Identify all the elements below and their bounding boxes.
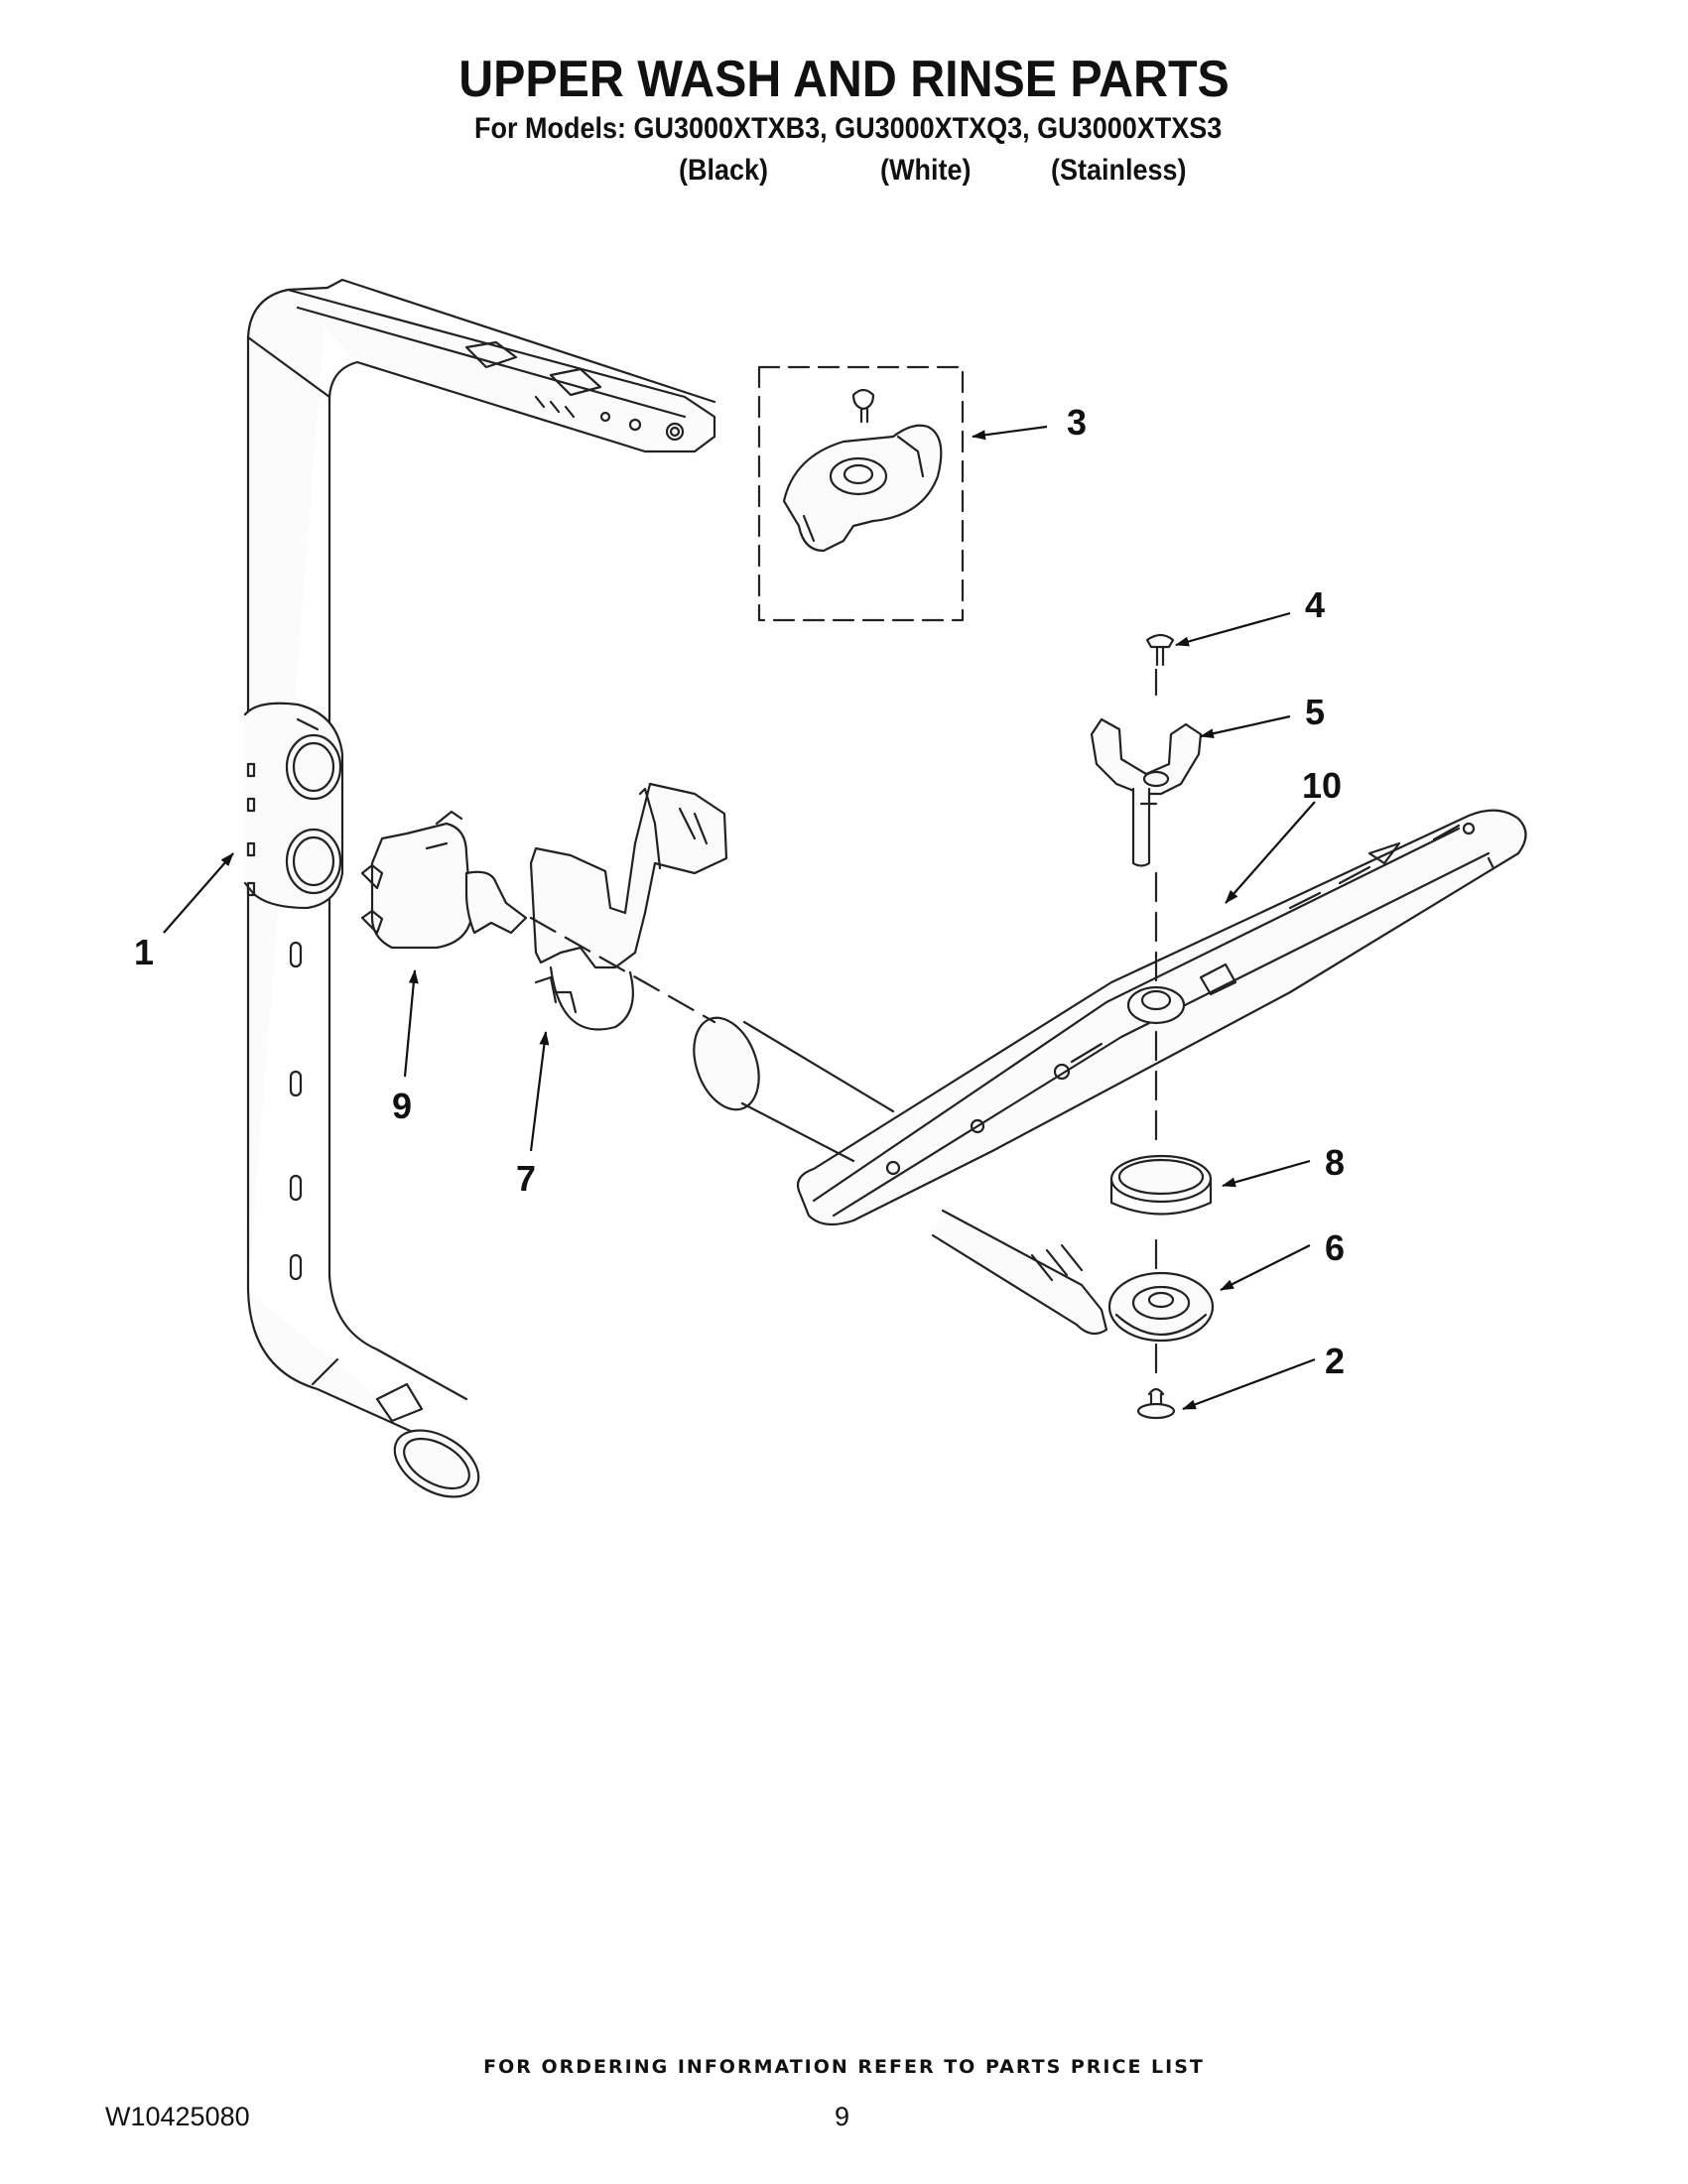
leader-4: [1175, 611, 1291, 647]
models-line: For Models: GU3000XTXB3, GU3000XTXQ3, GU…: [474, 112, 1223, 145]
callout-4: 4: [1305, 584, 1326, 625]
variant-white: (White): [880, 154, 972, 187]
callout-8: 8: [1325, 1142, 1346, 1183]
leader-3: [972, 425, 1048, 441]
leader-7: [529, 1031, 550, 1152]
supply-tube-part: [243, 278, 716, 1498]
callout-9: 9: [392, 1086, 413, 1126]
hub-assembly-part: [757, 365, 965, 622]
callout-7: 7: [516, 1158, 537, 1199]
variant-stainless: (Stainless): [1051, 154, 1187, 187]
page-number: 9: [835, 2102, 850, 2131]
screw-and-clip-part: [1090, 633, 1203, 867]
leader-2: [1182, 1357, 1316, 1411]
callout-3: 3: [1067, 402, 1088, 443]
callout-2: 2: [1325, 1341, 1346, 1381]
callout-6: 6: [1325, 1227, 1346, 1268]
mounting-bracket-part: [529, 782, 728, 1031]
callout-10: 10: [1302, 765, 1343, 806]
leader-6: [1220, 1244, 1311, 1291]
variant-black: (Black): [679, 154, 769, 187]
callout-1: 1: [134, 932, 155, 972]
diverter-valve-part: [360, 810, 528, 950]
ordering-note: FOR ORDERING INFORMATION REFER TO PARTS …: [483, 2056, 1205, 2078]
leader-8: [1222, 1159, 1311, 1188]
page-title: UPPER WASH AND RINSE PARTS: [458, 51, 1230, 108]
lower-feed-tube-part: [693, 1016, 1108, 1336]
callout-5: 5: [1305, 692, 1326, 732]
leader-arrows: [163, 425, 1316, 1411]
assembly-guide-lines: [529, 668, 1158, 1386]
document-number: W10425080: [105, 2102, 250, 2131]
bottom-screw-part: [1136, 1387, 1176, 1420]
seal-ring-part: [1109, 1154, 1213, 1216]
hub-base-part: [1107, 1271, 1215, 1343]
leader-5: [1200, 714, 1291, 739]
leader-9: [403, 969, 419, 1078]
leader-10: [1225, 801, 1316, 904]
leader-1: [163, 852, 234, 934]
spray-arm-part: [796, 809, 1527, 1226]
